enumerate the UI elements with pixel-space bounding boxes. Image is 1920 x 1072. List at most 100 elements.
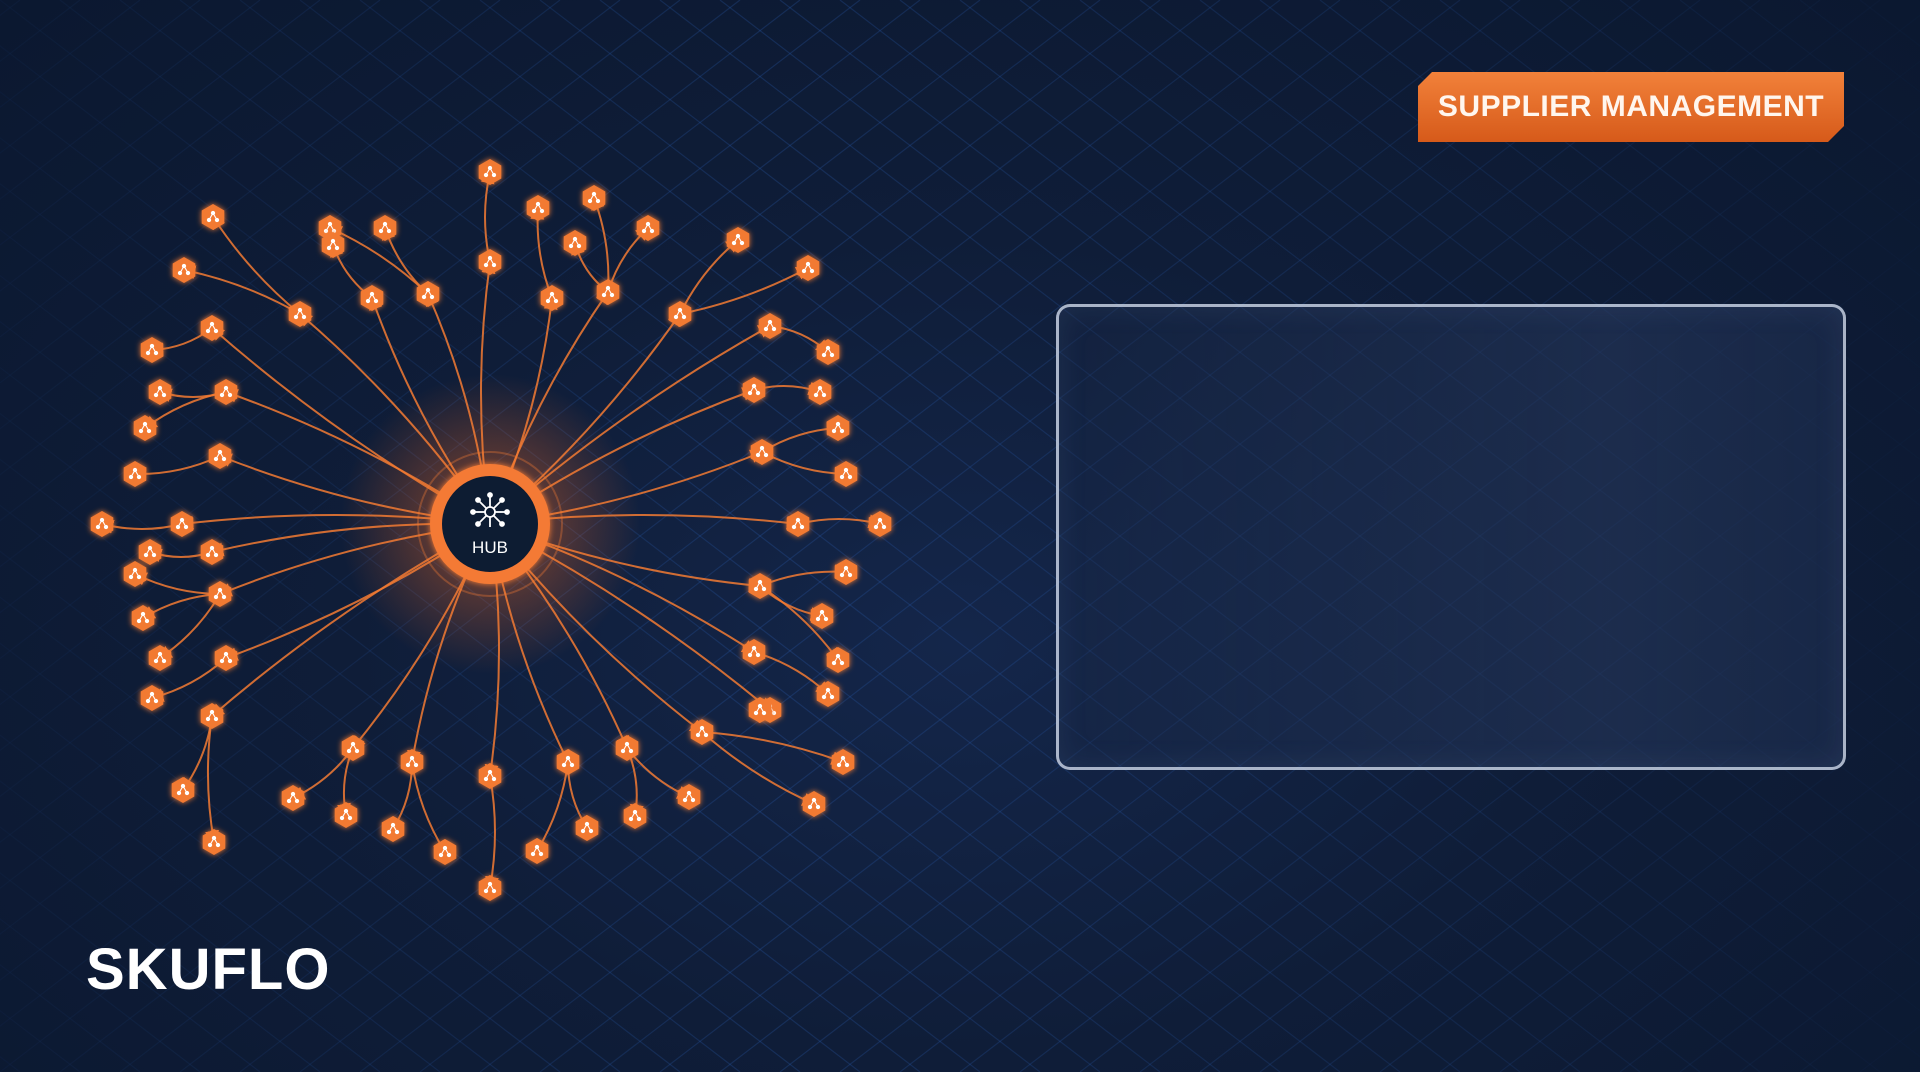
supplier-node (148, 379, 172, 405)
branch-connector (381, 225, 429, 295)
network-icon (365, 291, 379, 304)
network-icon (483, 881, 497, 894)
network-icon (568, 236, 582, 249)
supplier-node (526, 195, 550, 221)
network-icon (153, 385, 167, 398)
supplier-node (140, 337, 164, 363)
supplier-node (334, 802, 358, 828)
supplier-node (208, 443, 232, 469)
supplier-node (170, 511, 194, 537)
hub-label: HUB (472, 538, 508, 557)
network-icon (753, 579, 767, 592)
network-icon (323, 221, 337, 234)
branch-connector (591, 195, 610, 293)
network-icon (755, 445, 769, 458)
network-icon (95, 517, 109, 530)
network-icon (531, 201, 545, 214)
supplier-node (171, 777, 195, 803)
supplier-node (416, 281, 440, 307)
network-icon (205, 321, 219, 334)
network-icon (405, 755, 419, 768)
network-icon (628, 809, 642, 822)
supplier-node (677, 784, 701, 810)
network-icon (339, 808, 353, 821)
network-icon (821, 687, 835, 700)
network-icon (386, 822, 400, 835)
network-icon (763, 319, 777, 332)
supplier-node (796, 255, 820, 281)
supplier-node (816, 339, 840, 365)
network-icon (836, 755, 850, 768)
supplier-node (140, 685, 164, 711)
supplier-node (123, 461, 147, 487)
network-icon (813, 385, 827, 398)
supplier-node (90, 511, 114, 537)
network-icon (831, 653, 845, 666)
branch-connector (140, 593, 221, 620)
network-icon (815, 609, 829, 622)
supplier-node (582, 185, 606, 211)
supplier-node (478, 159, 502, 185)
network-icon (791, 517, 805, 530)
network-icon (673, 307, 687, 320)
hub-node: HUB (417, 451, 563, 597)
supplier-node (341, 735, 365, 761)
network-icon (821, 345, 835, 358)
network-icon (601, 285, 615, 298)
supplier-node (750, 439, 774, 465)
supplier-node (525, 838, 549, 864)
network-icon (128, 567, 142, 580)
supplier-node (834, 559, 858, 585)
supplier-node (834, 461, 858, 487)
network-icon (378, 221, 392, 234)
branch-connector (530, 205, 553, 299)
supplier-node (802, 791, 826, 817)
supplier-node (742, 639, 766, 665)
network-icon (176, 783, 190, 796)
network-icon (219, 385, 233, 398)
supplier-node (615, 735, 639, 761)
supplier-node (201, 204, 225, 230)
branch-connector (132, 455, 221, 482)
network-icon (580, 821, 594, 834)
supplier-node (623, 803, 647, 829)
branch-connector (327, 226, 429, 295)
network-icon (213, 587, 227, 600)
branch-connector (411, 761, 447, 855)
supplier-node (123, 561, 147, 587)
network-icon (326, 238, 340, 251)
supplier-node (200, 703, 224, 729)
supplier-node (478, 249, 502, 275)
branch-connector (701, 731, 817, 806)
supplier-node (816, 681, 840, 707)
branch-connector (157, 593, 221, 660)
badge-label: SUPPLIER MANAGEMENT (1437, 90, 1825, 123)
supplier-node (596, 279, 620, 305)
branch-connector (535, 761, 569, 854)
supplier-node (214, 645, 238, 671)
supplier-node (563, 230, 587, 256)
supplier-node (200, 539, 224, 565)
network-icon (206, 210, 220, 223)
supplier-node (810, 603, 834, 629)
network-icon (286, 791, 300, 804)
network-icon (205, 709, 219, 722)
network-icon (483, 255, 497, 268)
supplier-node (636, 215, 660, 241)
supplier-node (433, 839, 457, 865)
network-icon (839, 565, 853, 578)
network-icon (136, 611, 150, 624)
supplier-node (200, 315, 224, 341)
supplier-node (831, 749, 855, 775)
supplier-node (478, 763, 502, 789)
supplier-node (133, 415, 157, 441)
network-hub-icon (470, 492, 510, 527)
supplier-node (540, 285, 564, 311)
network-icon (620, 741, 634, 754)
supplier-node (868, 511, 892, 537)
network-icon (128, 467, 142, 480)
network-icon (731, 233, 745, 246)
network-icon (213, 449, 227, 462)
network-icon (753, 703, 767, 716)
